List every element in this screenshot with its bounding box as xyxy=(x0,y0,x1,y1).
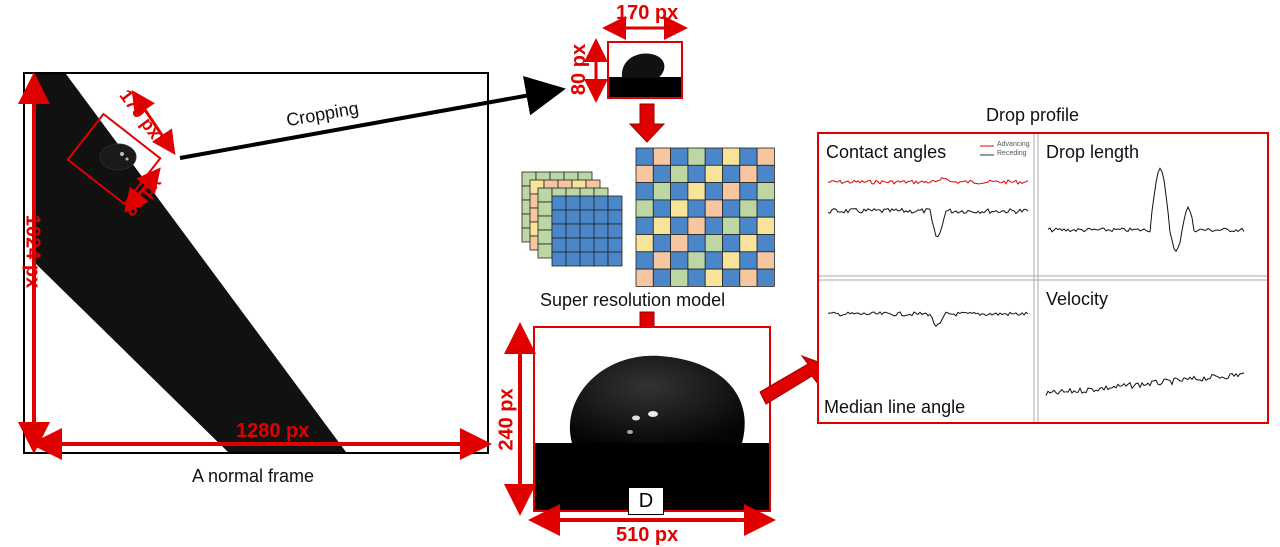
profile-title: Drop profile xyxy=(986,105,1080,125)
median-line-angle-trace xyxy=(827,311,1029,327)
panel-median-line-angle: Median line angle xyxy=(824,397,966,417)
output-marker: D xyxy=(628,487,664,515)
preview-width-label: 170 px xyxy=(616,2,679,24)
frame-caption: A normal frame xyxy=(192,466,315,486)
down-arrow-1 xyxy=(628,103,666,143)
crop-preview xyxy=(584,16,688,103)
cropping-arrow xyxy=(179,75,566,160)
legend-advancing: Advancing xyxy=(997,141,1030,148)
output-width-label: 510 px xyxy=(616,524,679,546)
panel-velocity: Velocity xyxy=(1046,289,1109,309)
panel-drop-length: Drop length xyxy=(1046,142,1140,162)
velocity-trace xyxy=(1045,372,1245,396)
feature-map-stack xyxy=(521,171,623,267)
frame-height-label: 1024 px xyxy=(21,214,44,289)
panel-contact-angles: Contact angles xyxy=(826,142,947,162)
feature-grid xyxy=(635,147,775,287)
preview-height-label: 80 px xyxy=(568,43,591,96)
drop-profile-panel xyxy=(817,132,1269,424)
model-label: Super resolution model xyxy=(540,290,726,310)
super-res-output xyxy=(504,322,776,536)
frame-width-label: 1280 px xyxy=(236,420,310,442)
receding-trace xyxy=(827,207,1029,238)
normal-frame xyxy=(18,72,492,460)
drop-length-trace xyxy=(1047,167,1245,253)
advancing-trace xyxy=(827,176,1029,185)
output-height-label: 240 px xyxy=(495,388,518,451)
droplet-small xyxy=(99,143,137,171)
legend-receding: Receding xyxy=(997,150,1027,157)
